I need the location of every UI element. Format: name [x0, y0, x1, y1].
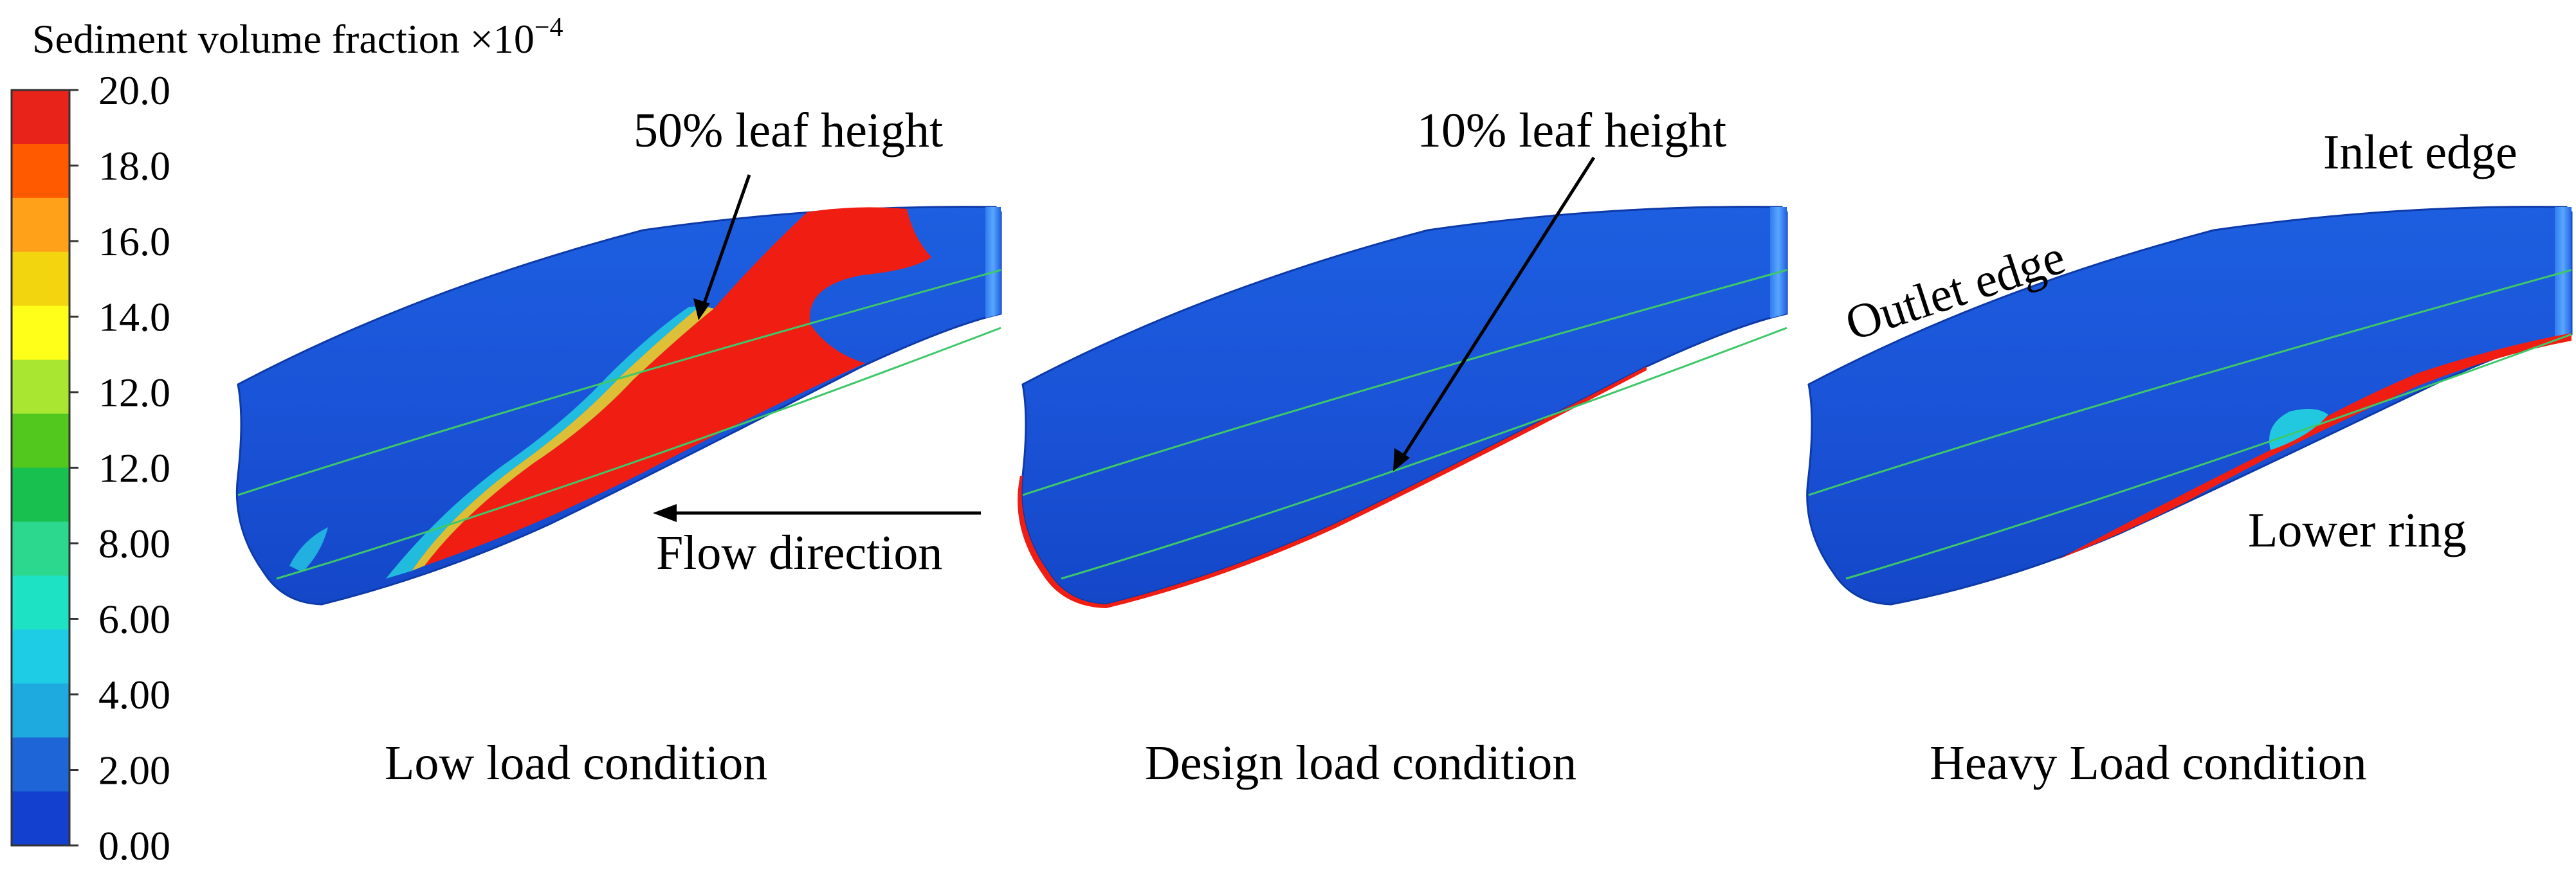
blade-low-load: 50% leaf height Flow direction Low load …: [235, 104, 1002, 790]
annotation-10-leaf-height: 10% leaf height: [1417, 104, 1726, 158]
high-sediment-lower-ring: [2058, 333, 2571, 559]
colorbar-band: [12, 521, 69, 576]
cyan-patch: [2269, 409, 2328, 450]
arrowhead-10-leaf: [1393, 448, 1410, 471]
colorbar-tick-label: 4.00: [98, 672, 170, 717]
high-sediment-region: [425, 207, 931, 566]
colorbar-tick-label: 16.0: [98, 219, 170, 264]
colorbar-band: [12, 575, 69, 630]
blade-surface: [1020, 206, 1788, 606]
colorbar-tick-label: 2.00: [98, 748, 170, 793]
colorbar-band: [12, 359, 69, 415]
colorbar-band: [12, 251, 69, 307]
contour-line: [237, 269, 1001, 496]
colorbar-band: [12, 629, 69, 684]
colorbar-band: [12, 305, 69, 361]
colorbar-band: [12, 791, 69, 846]
arrow-10-leaf: [1399, 156, 1596, 461]
contour-line: [1808, 269, 2572, 496]
cyan-band: [386, 305, 701, 579]
colorbar-exponent: −4: [534, 13, 563, 42]
blade-surface: [1806, 206, 2573, 606]
panel-title-low-load: Low load condition: [385, 736, 767, 790]
colorbar-band: [12, 737, 69, 792]
contour-line: [1022, 269, 1787, 496]
colorbar-bands: [12, 90, 69, 846]
annotation-lower-ring: Lower ring: [2248, 503, 2467, 557]
colorbar-band: [12, 197, 69, 253]
colorbar-tick-label: 6.00: [98, 597, 170, 642]
colorbar-tick-label: 12.0: [98, 446, 170, 491]
colorbar-title-text: Sediment volume fraction ×10: [32, 16, 534, 62]
transition-band: [412, 305, 714, 571]
leading-edge-strip: [985, 207, 1001, 318]
colorbar-title: Sediment volume fraction ×10−4: [32, 13, 563, 62]
colorbar-tick-label: 12.0: [98, 370, 170, 415]
flow-arrowhead: [653, 504, 677, 522]
colorbar-band: [12, 90, 69, 145]
colorbar-band: [12, 467, 69, 522]
colorbar-tick-label: 14.0: [98, 294, 170, 340]
colorbar-band: [12, 683, 69, 738]
blade-design-load: 10% leaf height Design load condition: [1018, 104, 1788, 790]
colorbar-band: [12, 143, 69, 199]
colorbar-band: [12, 413, 69, 468]
panel-title-heavy-load: Heavy Load condition: [1930, 736, 2367, 790]
contour-line: [1845, 333, 2572, 580]
colorbar-tick-label: 18.0: [98, 143, 170, 189]
annotation-inlet-edge: Inlet edge: [2323, 125, 2517, 179]
panel-title-design-load: Design load condition: [1145, 736, 1576, 790]
colorbar-tick-label: 8.00: [98, 521, 170, 566]
colorbar-tick-label: 0.00: [98, 823, 170, 869]
small-spot: [289, 527, 328, 572]
blade-heavy-load: Inlet edge Outlet edge Lower ring Heavy …: [1806, 125, 2573, 790]
colorbar-tick-label: 20.0: [98, 68, 170, 113]
leading-edge-strip: [1770, 207, 1787, 318]
colorbar-ticks: 20.0 18.0 16.0 14.0 12.0 12.0 8.00 6.00 4.00 2.00…: [69, 68, 170, 869]
contour-line: [1061, 327, 1787, 580]
arrowhead-50-leaf: [693, 298, 710, 320]
contour-line: [276, 327, 1001, 580]
annotation-flow-direction: Flow direction: [656, 526, 942, 580]
colorbar: Sediment volume fraction ×10−4 20.0 18.0 1…: [10, 13, 563, 869]
arrow-50-leaf: [700, 174, 751, 309]
annotation-50-leaf-height: 50% leaf height: [634, 104, 943, 158]
